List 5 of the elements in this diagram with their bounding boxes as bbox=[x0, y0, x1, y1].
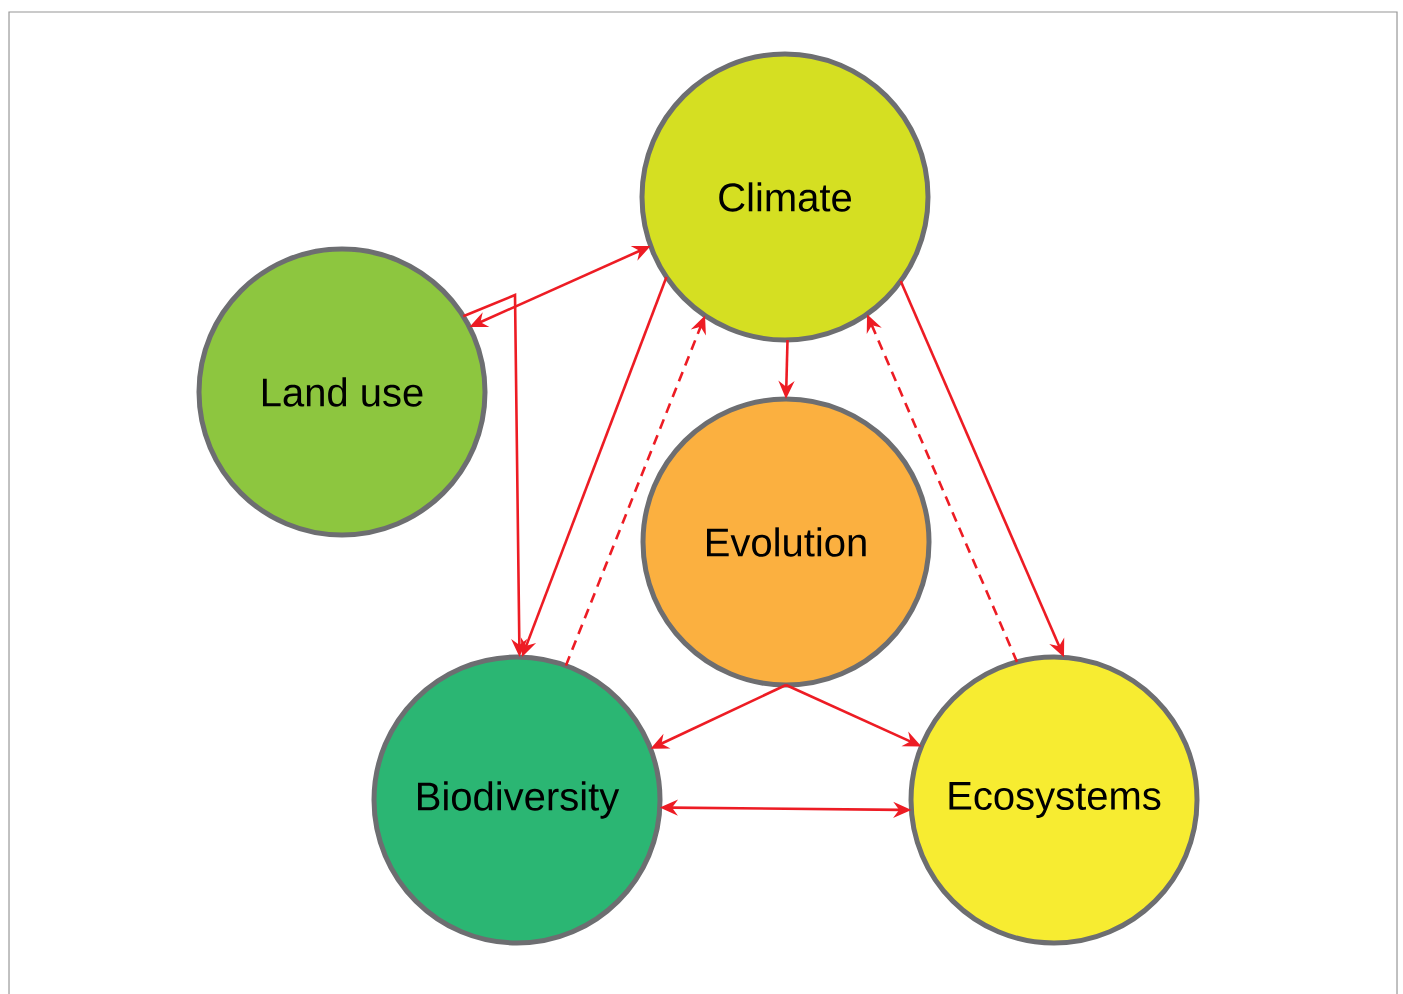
circle-node: Climate bbox=[639, 51, 931, 343]
circle-node: Ecosystems bbox=[908, 654, 1200, 946]
circle-node: Evolution bbox=[640, 396, 932, 688]
circle-node: Biodiversity bbox=[371, 654, 663, 946]
circle-node: Land use bbox=[196, 246, 488, 538]
